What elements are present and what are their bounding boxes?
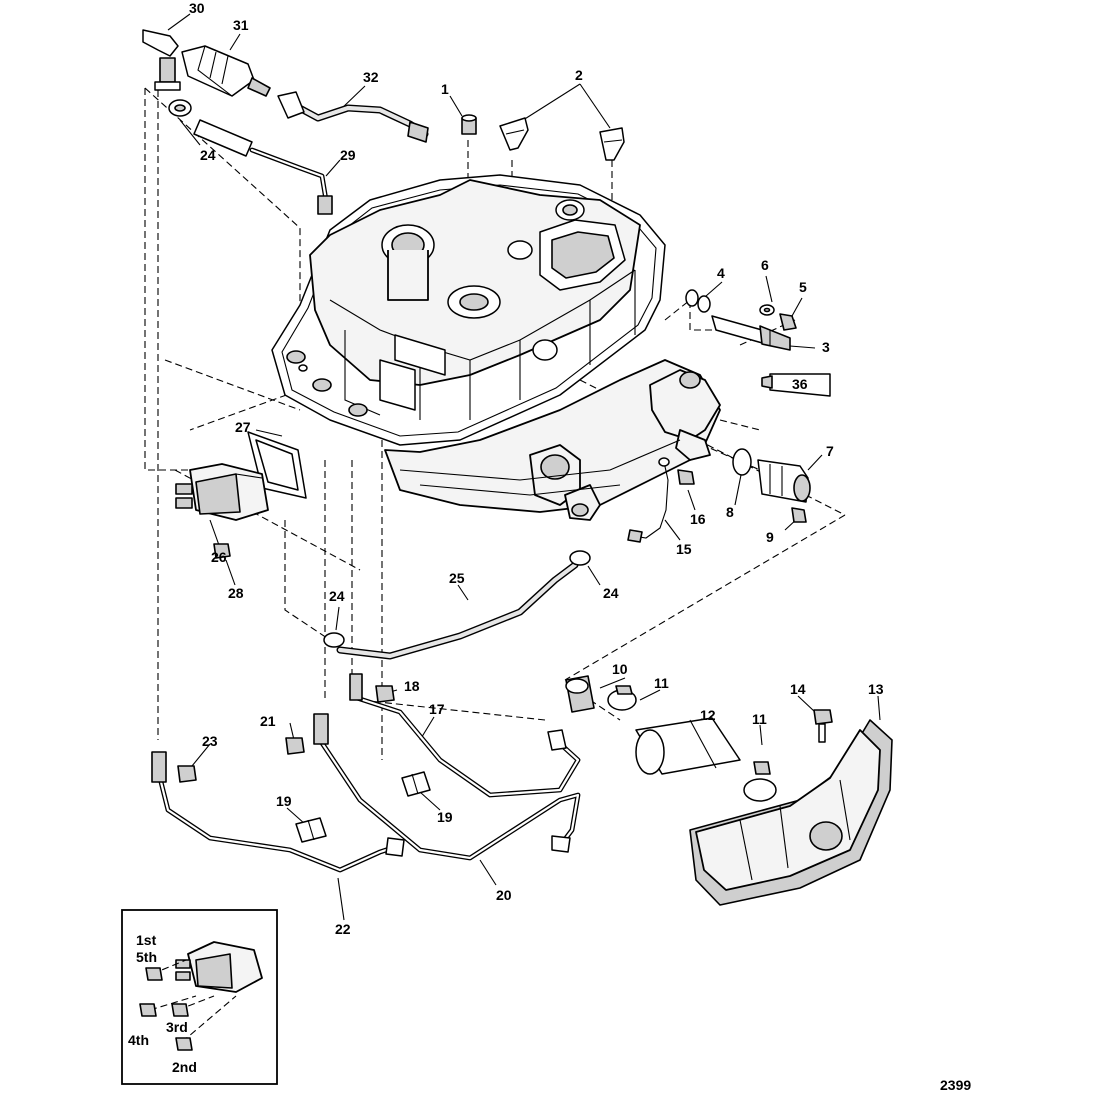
fitting-10 xyxy=(565,675,595,713)
callout-1: 1 xyxy=(441,81,449,97)
callout-21: 21 xyxy=(260,713,276,729)
screw-14 xyxy=(813,709,833,743)
guard-13 xyxy=(689,719,893,906)
torque-sequence-inset xyxy=(121,909,278,1085)
sequence-5th: 5th xyxy=(136,949,157,965)
nut-23 xyxy=(177,765,197,783)
sequence-2nd: 2nd xyxy=(172,1059,197,1075)
fuel-line-29 xyxy=(193,119,333,215)
plug-1 xyxy=(461,114,477,135)
washer-6 xyxy=(759,304,775,316)
sealant-tag: 36 xyxy=(792,376,808,392)
bolt-16 xyxy=(677,469,695,485)
nut-21 xyxy=(285,737,305,755)
elbow-7 xyxy=(757,459,811,503)
hose-25 xyxy=(336,561,579,660)
callout-17: 17 xyxy=(429,701,445,717)
screw-28 xyxy=(213,543,231,559)
bolt-5 xyxy=(779,313,797,331)
callout-14: 14 xyxy=(790,681,806,697)
inset-screw-4th xyxy=(139,1003,157,1017)
hose-clamp-11-upper xyxy=(607,685,637,711)
ground-wire-15 xyxy=(627,457,670,543)
sequence-1st: 1st xyxy=(136,932,157,948)
callout-7: 7 xyxy=(826,443,834,459)
inset-screw-1st xyxy=(145,967,163,981)
callout-16: 16 xyxy=(690,511,706,527)
callout-28: 28 xyxy=(228,585,244,601)
callout-26: 26 xyxy=(211,549,227,565)
callout-9: 9 xyxy=(766,529,774,545)
callout-19-left: 19 xyxy=(276,793,292,809)
callout-leaders xyxy=(167,13,881,921)
clip-19-right xyxy=(401,771,431,797)
fuel-line-17 xyxy=(349,673,581,798)
callout-23: 23 xyxy=(202,733,218,749)
fuel-line-20 xyxy=(313,713,581,861)
fuel-elbow-fitting xyxy=(142,29,181,91)
callout-4: 4 xyxy=(717,265,725,281)
figure-number: 2399 xyxy=(940,1077,971,1093)
fuel-pump-26 xyxy=(175,463,269,521)
callout-30: 30 xyxy=(189,0,205,16)
fitting-3 xyxy=(711,315,791,351)
callout-25: 25 xyxy=(449,570,465,586)
callout-24-top: 24 xyxy=(200,147,216,163)
callout-labels: 30 31 32 1 2 24 29 4 6 5 3 27 7 8 16 9 1… xyxy=(189,0,884,937)
callout-2: 2 xyxy=(575,67,583,83)
callout-19-right: 19 xyxy=(437,809,453,825)
inset-screw-2nd xyxy=(175,1037,193,1051)
o-ring-8 xyxy=(732,448,752,476)
o-rings-4 xyxy=(685,289,711,313)
hose-clamp-24-top xyxy=(168,99,192,117)
nut-18 xyxy=(375,685,395,703)
callout-12: 12 xyxy=(700,707,716,723)
callout-22: 22 xyxy=(335,921,351,937)
hose-clamp-24-left xyxy=(323,632,345,648)
callout-11-lower: 11 xyxy=(752,711,767,727)
callout-27: 27 xyxy=(235,419,251,435)
hose-12 xyxy=(635,717,741,775)
hose-clamp-11-lower xyxy=(743,761,777,802)
inset-screw-3rd xyxy=(171,1003,189,1017)
callout-5: 5 xyxy=(799,279,807,295)
inset-fuel-pump xyxy=(175,941,263,993)
torque-sequence-labels: 1st 5th 4th 3rd 2nd xyxy=(128,932,197,1075)
sequence-3rd: 3rd xyxy=(166,1019,188,1035)
callout-24-right: 24 xyxy=(603,585,619,601)
callout-18: 18 xyxy=(404,678,420,694)
bolt-9 xyxy=(791,507,807,523)
callout-10: 10 xyxy=(612,661,628,677)
callout-29: 29 xyxy=(340,147,356,163)
adapter-plate-housing xyxy=(271,174,721,521)
callout-3: 3 xyxy=(822,339,830,355)
grommet-2-right xyxy=(599,127,625,161)
callout-20: 20 xyxy=(496,887,512,903)
callout-13: 13 xyxy=(868,681,884,697)
callout-32: 32 xyxy=(363,69,379,85)
callout-24-left: 24 xyxy=(329,588,345,604)
sealant-tube-36: 36 xyxy=(761,373,831,397)
callout-31: 31 xyxy=(233,17,249,33)
callout-15: 15 xyxy=(676,541,692,557)
callout-8: 8 xyxy=(726,504,734,520)
callout-6: 6 xyxy=(761,257,769,273)
fuel-filter xyxy=(181,45,271,97)
clip-19-left xyxy=(295,817,327,843)
callout-11-upper: 11 xyxy=(654,675,669,691)
fuel-line-22 xyxy=(151,751,405,873)
fuel-hose-32 xyxy=(277,91,429,143)
sequence-4th: 4th xyxy=(128,1032,149,1048)
grommet-2-left xyxy=(499,117,529,151)
hose-clamp-24-right xyxy=(569,550,591,566)
